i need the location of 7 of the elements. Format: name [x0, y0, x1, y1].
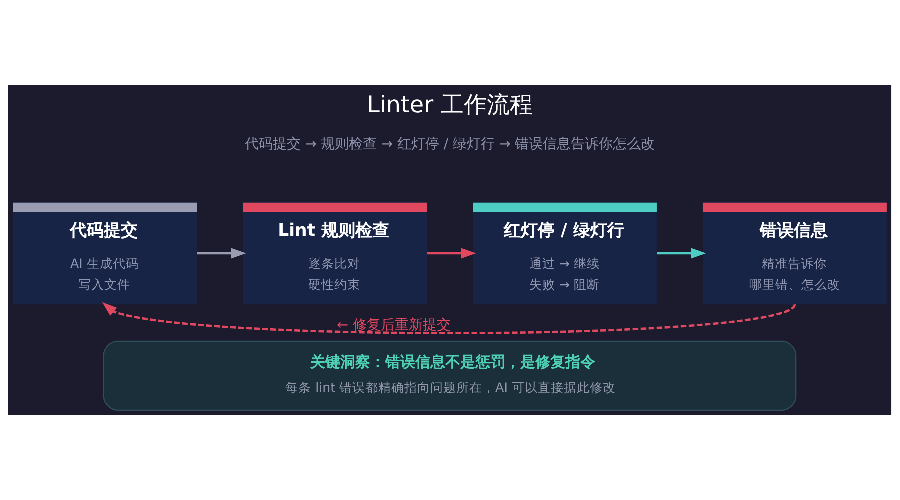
label: 代码提交 → 规则检查 → 红灯停 / 绿灯行 → 错误信息告诉你怎么改: [244, 136, 656, 152]
edge-label: ← 修复后重新提交: [336, 317, 451, 334]
arrow: [197, 248, 246, 259]
arrow: [657, 248, 706, 259]
diagram-title: Linter 工作流程: [367, 92, 533, 119]
arrow: [427, 248, 476, 259]
arrow: [102, 302, 796, 334]
